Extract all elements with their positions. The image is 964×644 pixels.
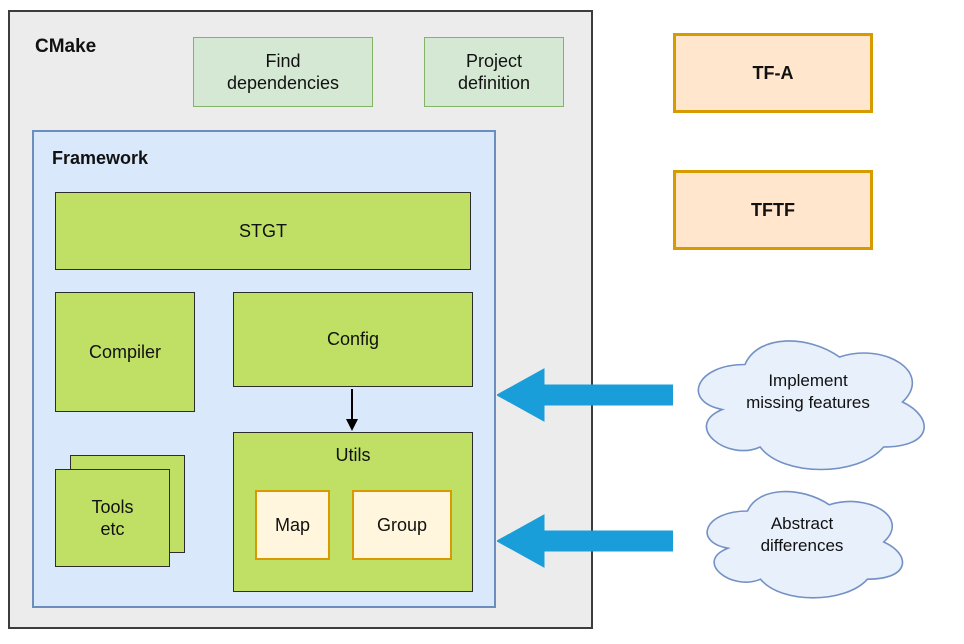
tfa-box: TF-A: [673, 33, 873, 113]
config-box: Config: [233, 292, 473, 387]
utils-label: Utils: [335, 445, 371, 465]
compiler-box: Compiler: [55, 292, 195, 412]
abstract-cloud-text: Abstract differences: [760, 513, 844, 555]
framework-label: Framework: [52, 148, 149, 168]
abstract-cloud-icon: [693, 480, 911, 604]
tftf-box: TFTF: [673, 170, 873, 250]
project-definition-box: Project definition: [424, 37, 564, 107]
find-dependencies-box: Find dependencies: [193, 37, 373, 107]
map-box: Map: [255, 490, 330, 560]
implement-cloud-icon: [682, 327, 934, 477]
abstract-arrow-icon: [497, 514, 673, 568]
config-to-utils-arrow-icon: [346, 389, 358, 431]
cmake-label: CMake: [35, 36, 97, 57]
stgt-box: STGT: [55, 192, 471, 270]
group-box: Group: [352, 490, 452, 560]
implement-cloud-text: Implement missing features: [746, 370, 870, 412]
implement-arrow-icon: [497, 368, 673, 422]
tools-box: Tools etc: [55, 469, 170, 567]
